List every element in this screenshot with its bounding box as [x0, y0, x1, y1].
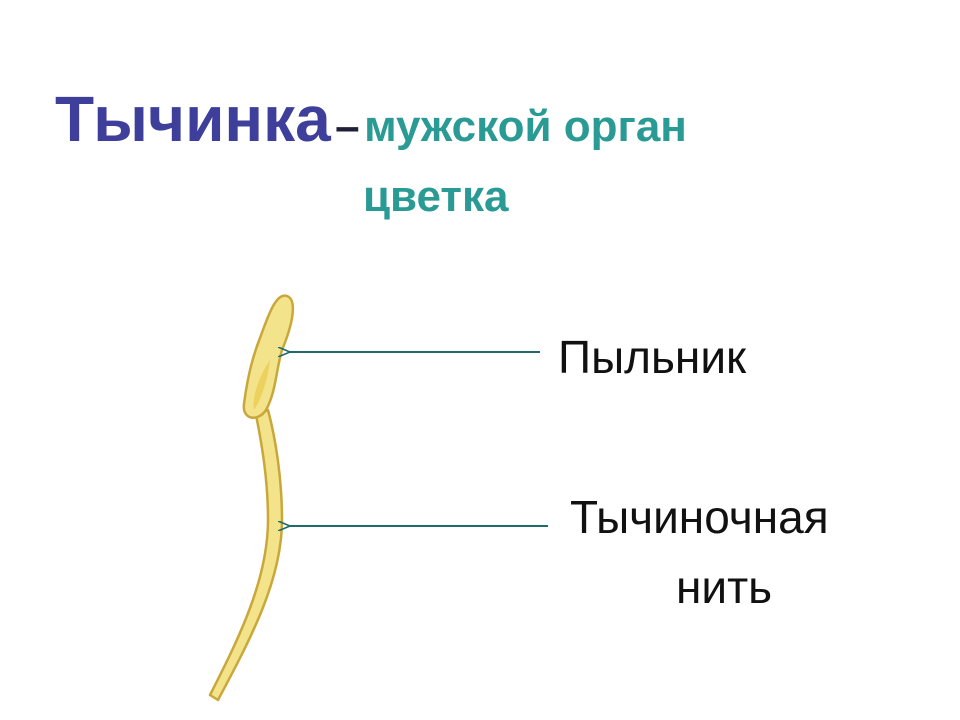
title-description-line2: цветка — [363, 172, 509, 221]
anther-shade — [253, 360, 270, 410]
title-dash: – — [335, 102, 360, 151]
label-filament-line1: Тычиночная — [570, 491, 829, 543]
label-filament-line2: нить — [676, 561, 773, 613]
title-term: Тычинка — [55, 83, 331, 155]
filament — [208, 408, 284, 702]
title-description-line1: мужской орган — [364, 102, 687, 151]
anther — [242, 294, 295, 419]
title: Тычинка – мужской орган — [55, 82, 935, 156]
label-anther: Пыльник — [558, 331, 747, 383]
